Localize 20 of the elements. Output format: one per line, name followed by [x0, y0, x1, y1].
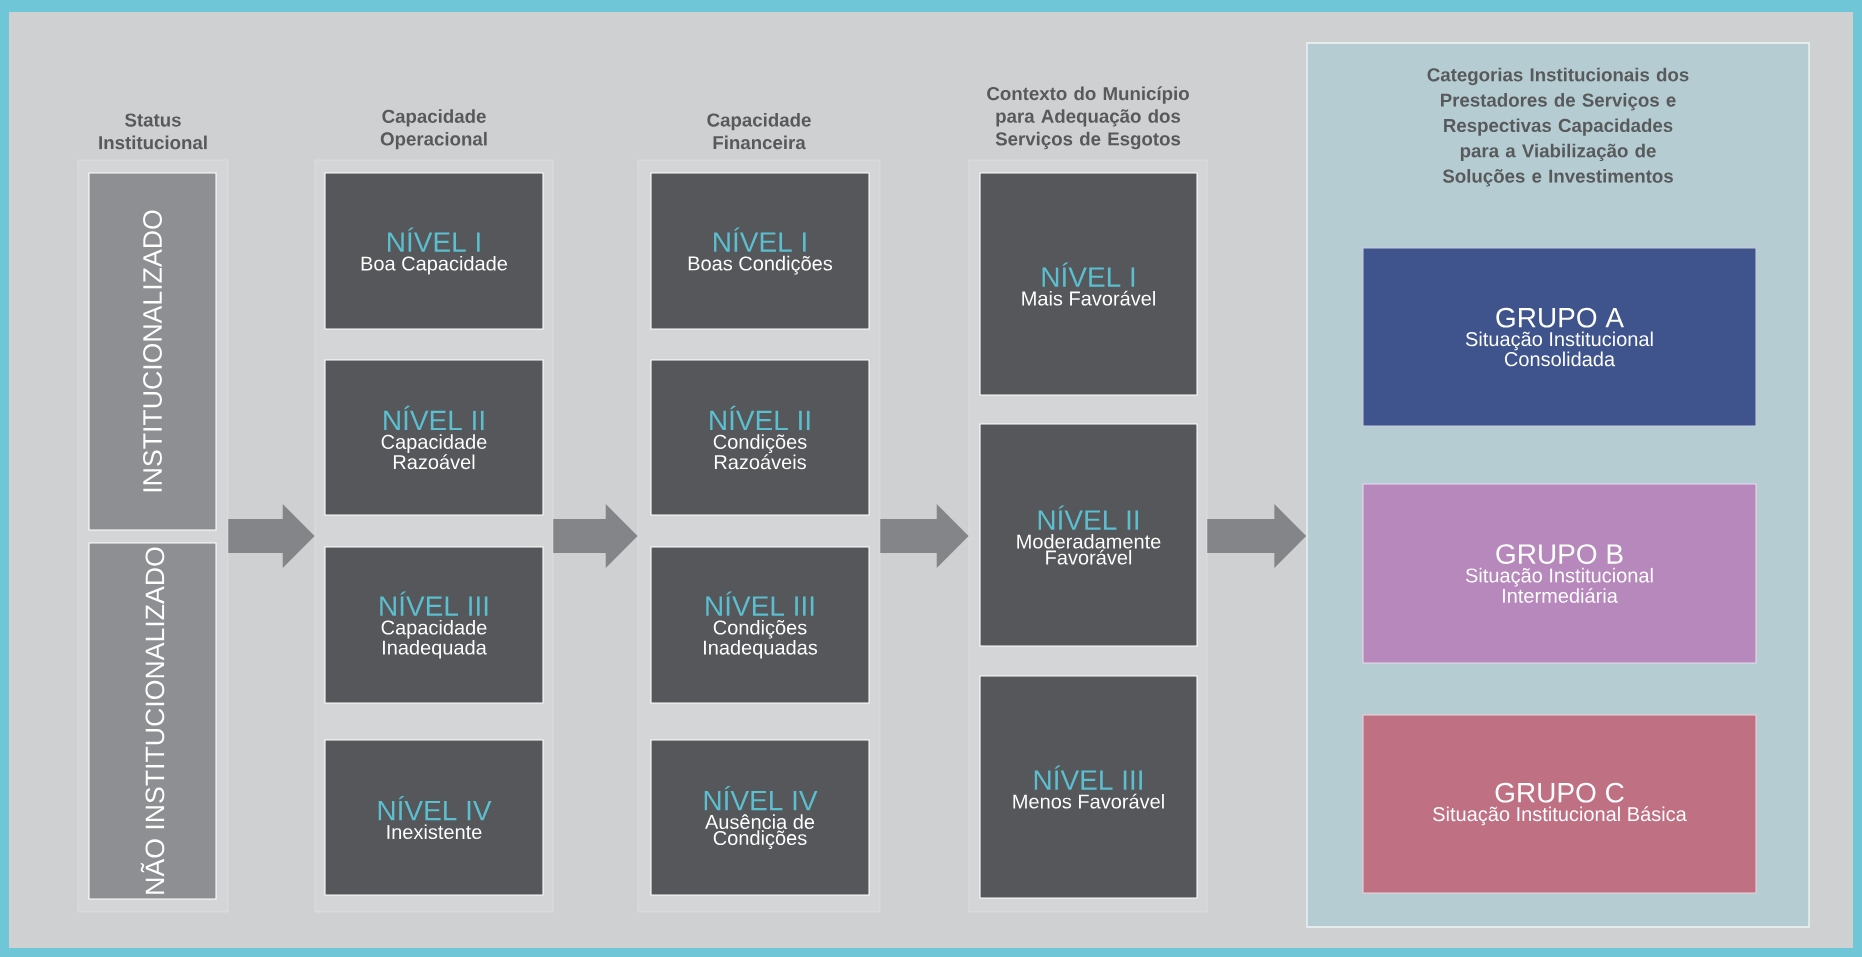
group-box: GRUPO C Situação Institucional Básica — [1362, 714, 1757, 894]
node-label: Contexto do Município para Adequação dos Serviços de Esgotos — [987, 86, 1189, 150]
status-box: NÃO INSTITUCIONALIZADO — [88, 542, 217, 900]
group-box: GRUPO B Situação Institucional Intermediária — [1362, 483, 1757, 664]
node-label: Status Institucional — [99, 113, 207, 150]
node-label: Capacidade Financeira — [707, 112, 811, 150]
level-box: NÍVEL IV Ausência de Condições — [650, 739, 870, 896]
level-box: NÍVEL II Condições Razoáveis — [650, 359, 870, 516]
level-box: NÍVEL III Condições Inadequadas — [650, 546, 870, 704]
node-label: Capacidade Operacional — [380, 109, 487, 150]
level-box: NÍVEL I Mais Favorável — [979, 172, 1198, 396]
level-box: NÍVEL IV Inexistente — [324, 739, 544, 896]
level-box: NÍVEL III Menos Favorável — [979, 675, 1198, 899]
level-box: NÍVEL II Capacidade Razoável — [324, 359, 544, 516]
group-box: GRUPO A Situação Institucional Consolidada — [1362, 247, 1757, 427]
level-box: NÍVEL I Boa Capacidade — [324, 172, 544, 330]
status-box: INSTITUCIONALIZADO — [88, 172, 217, 531]
level-box: NÍVEL I Boas Condições — [650, 172, 870, 330]
level-box: NÍVEL III Capacidade Inadequada — [324, 546, 544, 704]
level-box: NÍVEL II Moderadamente Favorável — [979, 423, 1198, 647]
